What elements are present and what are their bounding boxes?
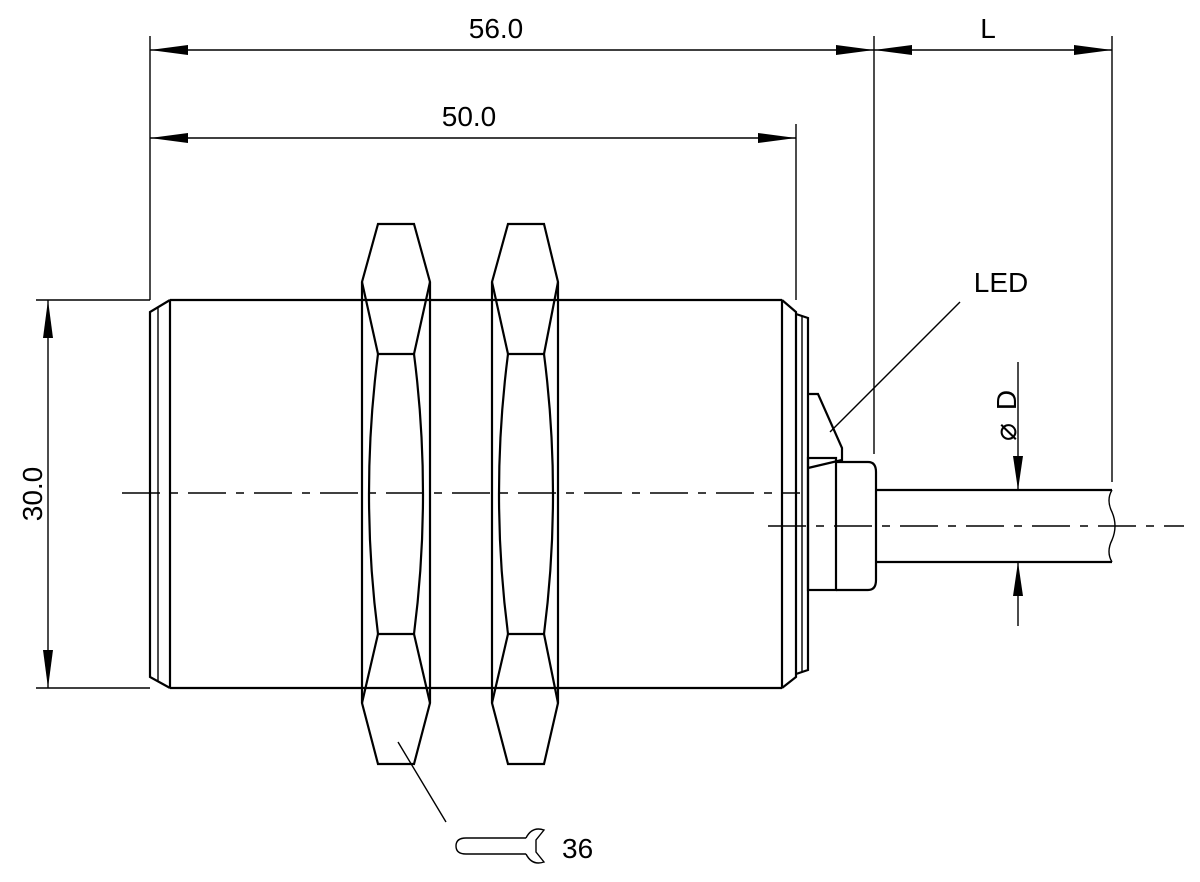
diameter-value: 30.0 (17, 467, 48, 522)
led-callout: LED (829, 267, 1028, 433)
wrench-callout: 36 (397, 741, 593, 864)
overall-length-value: 56.0 (469, 13, 524, 44)
cable-length-value: L (980, 13, 996, 44)
dimension-overall-length: 56.0 (150, 13, 874, 55)
wrench-size-value: 36 (562, 833, 593, 864)
cable-gland (806, 456, 878, 592)
extension-lines (36, 36, 1113, 689)
dimension-thread-length: 50.0 (150, 101, 796, 143)
sensor-body (148, 298, 810, 690)
dimension-cable-length: L (874, 13, 1112, 55)
hex-nut-rear (490, 222, 560, 766)
cable-diameter-symbol: ⌀ (990, 423, 1023, 441)
dimension-cable-diameter: ⌀ D (990, 362, 1023, 626)
thread-length-value: 50.0 (442, 101, 497, 132)
hex-nut-front (360, 222, 432, 766)
wrench-icon (455, 828, 546, 864)
led-label: LED (974, 267, 1028, 298)
cable-diameter-value: D (991, 390, 1022, 410)
dimension-diameter: 30.0 (17, 300, 53, 688)
led-window (807, 392, 844, 470)
